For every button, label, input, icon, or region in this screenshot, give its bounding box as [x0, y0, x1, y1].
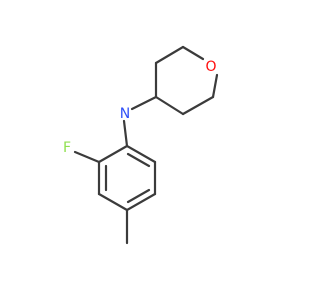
- atom-label-nitrogen: N: [120, 106, 130, 122]
- bond-c6-c1-arom: [125, 144, 157, 164]
- bond-c5-c4: [154, 95, 185, 116]
- bond-c3-c2: [154, 45, 185, 65]
- atom-label-oxygen: O: [205, 59, 216, 75]
- molecule-canvas: O N F: [63, 45, 219, 245]
- bond-c4-c5-arom-inner: [126, 188, 151, 204]
- bond-c6-c1-arom-inner: [126, 152, 151, 168]
- bond-c4-n: [130, 95, 158, 111]
- bond-c2-o: [181, 45, 205, 61]
- bond-c1-c2-arom: [97, 144, 129, 164]
- molecule-structure: O N F: [63, 45, 219, 245]
- bond-c3-c4-arom: [97, 192, 129, 212]
- bond-n-c1: [122, 119, 129, 148]
- atom-label-fluorine: F: [63, 140, 71, 156]
- bond-c6-c5: [181, 95, 215, 116]
- bond-c4-c5-arom: [125, 192, 157, 212]
- bond-c2-f: [73, 150, 101, 164]
- bond-o-c6: [211, 73, 219, 99]
